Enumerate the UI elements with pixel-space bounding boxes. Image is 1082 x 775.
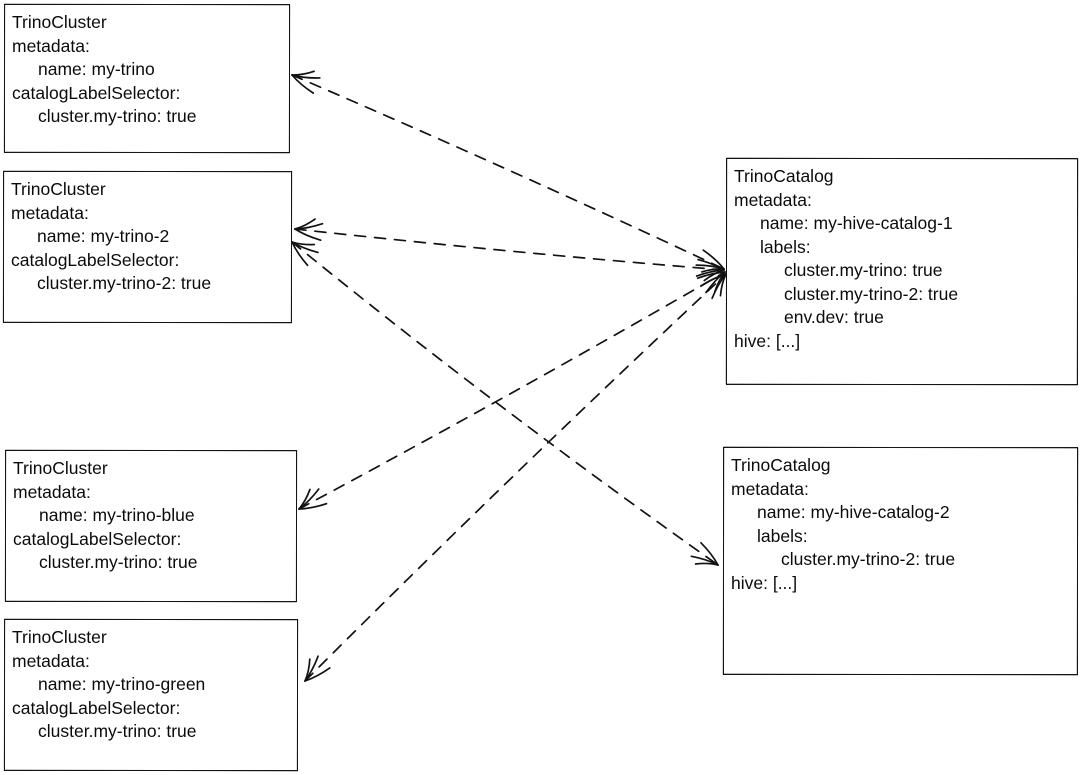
node-kind-label: TrinoCluster (13, 458, 108, 478)
edge-my-trino-2-to-my-hive-catalog-1-head (294, 222, 324, 230)
edge-my-trino-2-to-my-hive-catalog-1-head (697, 258, 725, 271)
edge-my-trino-blue-to-my-hive-catalog-1-head (298, 488, 311, 510)
edge-my-trino-blue-to-my-hive-catalog-1-head (705, 271, 726, 294)
name-line: name: my-hive-catalog-2 (757, 502, 950, 522)
selector-label: catalogLabelSelector: (12, 82, 181, 103)
node-kind-label: TrinoCluster (11, 179, 106, 199)
edge-my-trino-2-to-my-hive-catalog-1 (294, 228, 725, 271)
labels-label: labels: (757, 525, 808, 546)
name-line: name: my-hive-catalog-1 (760, 213, 953, 233)
edge-my-trino-to-my-hive-catalog-1-head (291, 74, 321, 79)
selector-label: catalogLabelSelector: (13, 528, 182, 549)
node-kind-label: TrinoCatalog (734, 166, 834, 186)
edge-my-trino-2-to-my-hive-catalog-2-head (291, 241, 316, 246)
selector-line: cluster.my-trino-2: true (37, 273, 212, 293)
edge-my-trino-2-to-my-hive-catalog-1-head (294, 218, 316, 230)
label-line: cluster.my-trino-2: true (781, 549, 956, 569)
selector-line: cluster.my-trino: true (38, 106, 197, 126)
metadata-label: metadata: (731, 478, 809, 499)
edge-my-trino-to-my-hive-catalog-1 (291, 74, 725, 270)
edge-my-trino-blue-to-my-hive-catalog-1-head (696, 271, 726, 280)
metadata-label: metadata: (13, 481, 91, 502)
edge-my-trino-2-to-my-hive-catalog-2-head (694, 562, 719, 566)
edge-my-trino-2-to-my-hive-catalog-1-head (695, 269, 725, 277)
node-trinocluster-my-trino-blue: TrinoCluster metadata: name: my-trino-bl… (5, 450, 297, 602)
name-line: name: my-trino (38, 59, 155, 79)
edge-my-trino-2-to-my-hive-catalog-2-head (291, 241, 319, 254)
edge-my-trino-green-to-my-hive-catalog-1-head (699, 273, 727, 288)
metadata-label: metadata: (12, 35, 90, 56)
edge-my-trino-to-my-hive-catalog-1-head (291, 70, 315, 76)
selector-line: cluster.my-trino: true (38, 721, 197, 741)
name-line: name: my-trino-blue (39, 505, 195, 525)
edge-my-trino-2-to-my-hive-catalog-2 (291, 241, 719, 566)
node-kind-label: TrinoCluster (12, 627, 107, 647)
name-line: name: my-trino-green (38, 674, 206, 694)
edge-my-trino-blue-to-my-hive-catalog-1 (298, 271, 726, 510)
selector-line: cluster.my-trino: true (39, 552, 198, 572)
label-line: env.dev: true (784, 307, 884, 327)
edge-my-trino-blue-to-my-hive-catalog-1-head (713, 271, 726, 293)
edge-my-trino-blue-to-my-hive-catalog-1-head (298, 502, 328, 510)
node-trinocluster-my-trino: TrinoCluster metadata: name: my-trino ca… (4, 4, 290, 153)
labels-label: labels: (760, 236, 811, 257)
edge-my-trino-green-to-my-hive-catalog-1-head (711, 273, 727, 300)
edge-my-trino-2-to-my-hive-catalog-1-head (703, 269, 725, 282)
label-line: cluster.my-trino: true (784, 260, 943, 280)
edge-my-trino-blue-to-my-hive-catalog-1-head (298, 488, 320, 510)
edge-my-trino-2-to-my-hive-catalog-1-head (294, 228, 322, 241)
metadata-label: metadata: (11, 202, 89, 223)
label-line: cluster.my-trino-2: true (784, 283, 959, 304)
edge-my-trino-to-my-hive-catalog-1-head (291, 74, 315, 94)
edge-my-trino-to-my-hive-catalog-1-head (695, 264, 725, 270)
edge-my-trino-green-to-my-hive-catalog-1-head (304, 655, 319, 682)
node-trinocluster-my-trino-green: TrinoCluster metadata: name: my-trino-gr… (4, 619, 298, 771)
node-trinocluster-my-trino-2: TrinoCluster metadata: name: my-trino-2 … (3, 171, 292, 323)
edge-my-trino-2-to-my-hive-catalog-2-head (700, 541, 719, 566)
hive-line: hive: [...] (734, 330, 801, 351)
hive-line: hive: [...] (731, 572, 798, 593)
metadata-label: metadata: (734, 189, 812, 210)
node-trinocatalog-my-hive-catalog-1: TrinoCatalog metadata: name: my-hive-cat… (726, 158, 1078, 385)
edge-my-trino-2-to-my-hive-catalog-2-head (291, 241, 309, 267)
edge-my-trino-green-to-my-hive-catalog-1-head (304, 658, 311, 682)
node-kind-label: TrinoCluster (12, 12, 107, 32)
edge-my-trino-to-my-hive-catalog-1-head (700, 268, 725, 273)
node-trinocatalog-my-hive-catalog-2: TrinoCatalog metadata: name: my-hive-cat… (723, 447, 1078, 675)
edge-my-trino-to-my-hive-catalog-1-head (702, 249, 725, 270)
edge-my-trino-2-to-my-hive-catalog-2-head (690, 555, 719, 566)
metadata-label: metadata: (12, 650, 90, 671)
selector-label: catalogLabelSelector: (12, 697, 181, 718)
edge-my-trino-green-to-my-hive-catalog-1-head (304, 667, 331, 682)
node-kind-label: TrinoCatalog (731, 455, 831, 475)
name-line: name: my-trino-2 (37, 226, 170, 246)
edge-my-trino-green-to-my-hive-catalog-1 (304, 273, 727, 682)
selector-label: catalogLabelSelector: (11, 249, 180, 270)
